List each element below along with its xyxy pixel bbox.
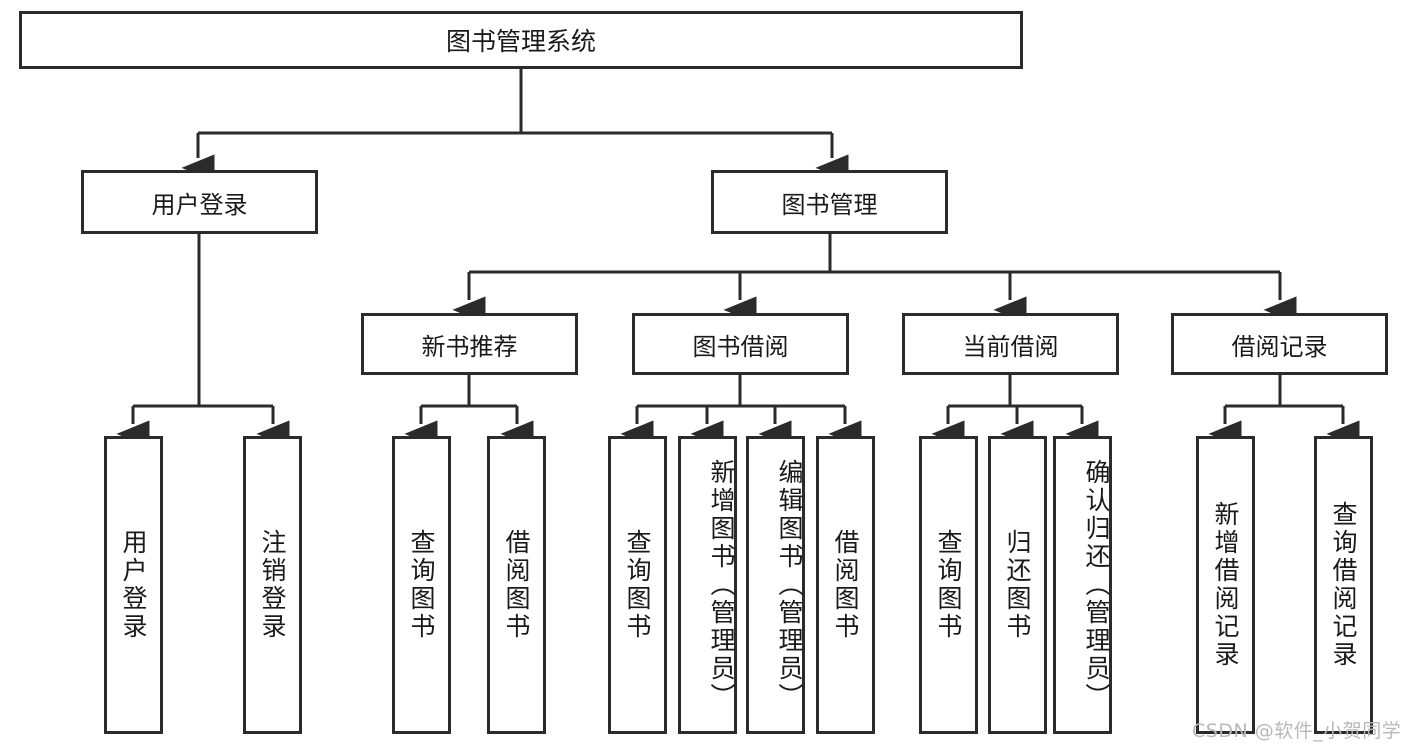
leaf-return-book[interactable]: 归还图书 (988, 436, 1047, 734)
node-label: 图书借阅 (692, 332, 789, 361)
leaf-user-login[interactable]: 用户登录 (104, 436, 163, 734)
node-label: 图书管理 (781, 190, 878, 219)
node-label: 借阅图书 (502, 529, 531, 641)
node-label: 归还图书 (1003, 529, 1032, 641)
leaf-logout[interactable]: 注销登录 (243, 436, 302, 734)
node-new-book-recommend[interactable]: 新书推荐 (361, 313, 578, 375)
node-root-system[interactable]: 图书管理系统 (19, 11, 1023, 69)
leaf-add-borrow-record[interactable]: 新增借阅记录 (1196, 436, 1255, 734)
leaf-edit-book-admin[interactable]: 编辑图书（管理员） (746, 436, 805, 734)
node-label: 新增图书（管理员） (707, 459, 736, 711)
node-label: 新书推荐 (421, 332, 518, 361)
node-label: 借阅图书 (831, 529, 860, 641)
leaf-borrow-book-recommend[interactable]: 借阅图书 (487, 436, 546, 734)
csdn-watermark: CSDN @软件_小贺同学 (1192, 720, 1402, 742)
node-label: 图书管理系统 (445, 27, 596, 56)
node-label: 新增借阅记录 (1211, 501, 1240, 669)
leaf-borrow-book[interactable]: 借阅图书 (816, 436, 875, 734)
leaf-query-book-borrow[interactable]: 查询图书 (608, 436, 667, 734)
node-borrow-record[interactable]: 借阅记录 (1171, 313, 1388, 375)
node-label: 借阅记录 (1231, 332, 1328, 361)
node-label: 确认归还（管理员） (1082, 459, 1111, 711)
node-book-borrow[interactable]: 图书借阅 (632, 313, 849, 375)
node-label: 查询借阅记录 (1329, 501, 1358, 669)
leaf-query-book-recommend[interactable]: 查询图书 (392, 436, 451, 734)
node-label: 编辑图书（管理员） (775, 459, 804, 711)
node-label: 注销登录 (258, 529, 287, 641)
node-label: 用户登录 (119, 529, 148, 641)
node-user-login[interactable]: 用户登录 (81, 170, 318, 234)
node-book-management[interactable]: 图书管理 (711, 170, 948, 234)
leaf-add-book-admin[interactable]: 新增图书（管理员） (678, 436, 737, 734)
node-label: 用户登录 (151, 190, 248, 219)
node-label: 当前借阅 (962, 332, 1059, 361)
leaf-query-borrow-record[interactable]: 查询借阅记录 (1314, 436, 1373, 734)
node-label: 查询图书 (407, 529, 436, 641)
node-label: 查询图书 (623, 529, 652, 641)
node-current-borrow[interactable]: 当前借阅 (902, 313, 1119, 375)
leaf-confirm-return-admin[interactable]: 确认归还（管理员） (1053, 436, 1112, 734)
node-label: 查询图书 (934, 529, 963, 641)
leaf-query-book-current[interactable]: 查询图书 (919, 436, 978, 734)
